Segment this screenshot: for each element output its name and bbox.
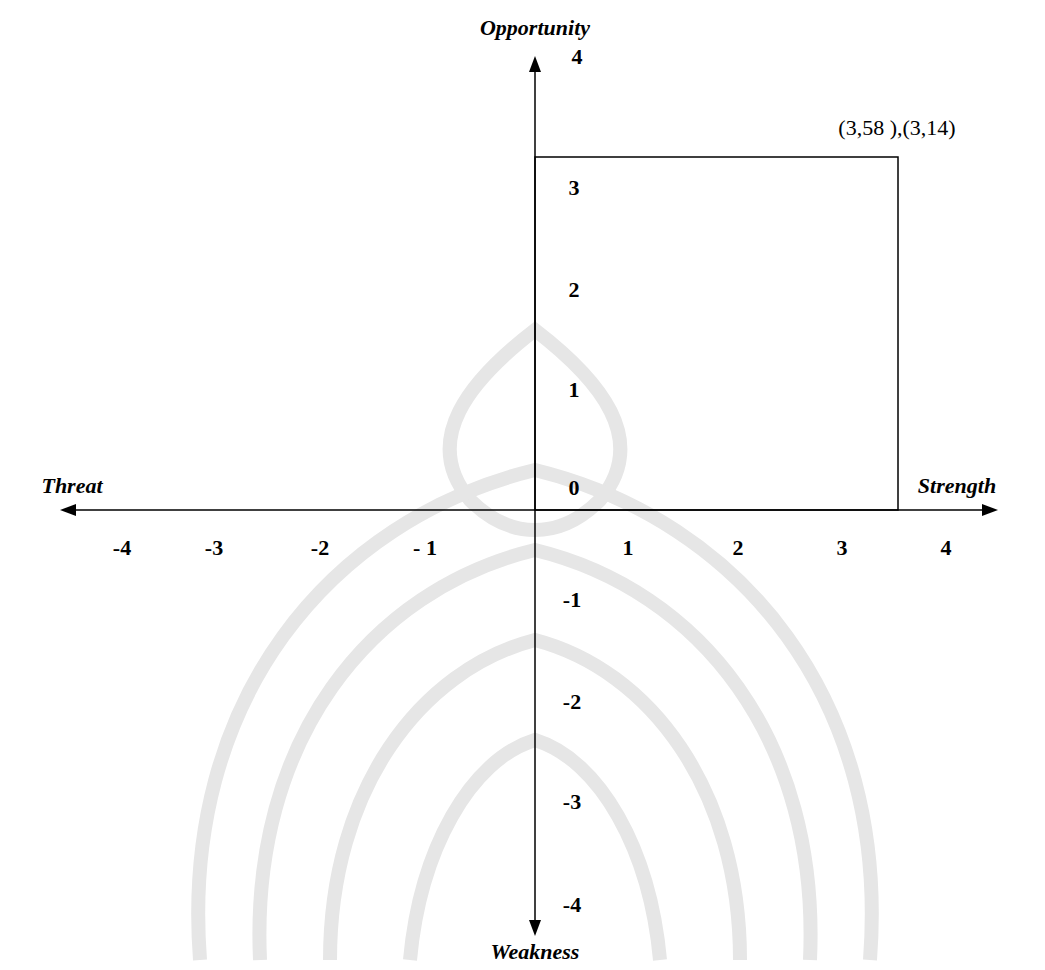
arrowhead bbox=[60, 504, 76, 516]
axis-number: -1 bbox=[563, 588, 581, 612]
point-label: (3,58 ),(3,14) bbox=[838, 116, 955, 140]
result-rectangle bbox=[535, 157, 898, 510]
axis-title: Opportunity bbox=[480, 16, 590, 40]
arrowheads bbox=[60, 56, 998, 936]
axis-number: 4 bbox=[941, 536, 952, 560]
axis-title: Threat bbox=[41, 474, 102, 498]
axis-number: 3 bbox=[569, 176, 580, 200]
axis-number: -4 bbox=[563, 893, 581, 917]
axis-number: - 1 bbox=[413, 536, 437, 560]
axis-number: -2 bbox=[563, 690, 581, 714]
axis-number: 0 bbox=[569, 476, 580, 500]
arrowhead bbox=[529, 920, 541, 936]
axis-title: Strength bbox=[918, 474, 996, 498]
axis-number: -4 bbox=[113, 536, 131, 560]
axis-number: 2 bbox=[569, 278, 580, 302]
axis-number: 3 bbox=[837, 536, 848, 560]
arrowhead bbox=[982, 504, 998, 516]
axis-number: 1 bbox=[623, 536, 634, 560]
axis-number: 1 bbox=[569, 378, 580, 402]
axis-number: -2 bbox=[311, 536, 329, 560]
axis-title: Weakness bbox=[491, 940, 580, 964]
axes bbox=[66, 66, 991, 926]
axis-number: 4 bbox=[572, 45, 583, 69]
axis-number: 2 bbox=[733, 536, 744, 560]
axis-number: -3 bbox=[563, 790, 581, 814]
axis-number: -3 bbox=[205, 536, 223, 560]
arrowhead bbox=[529, 56, 541, 72]
